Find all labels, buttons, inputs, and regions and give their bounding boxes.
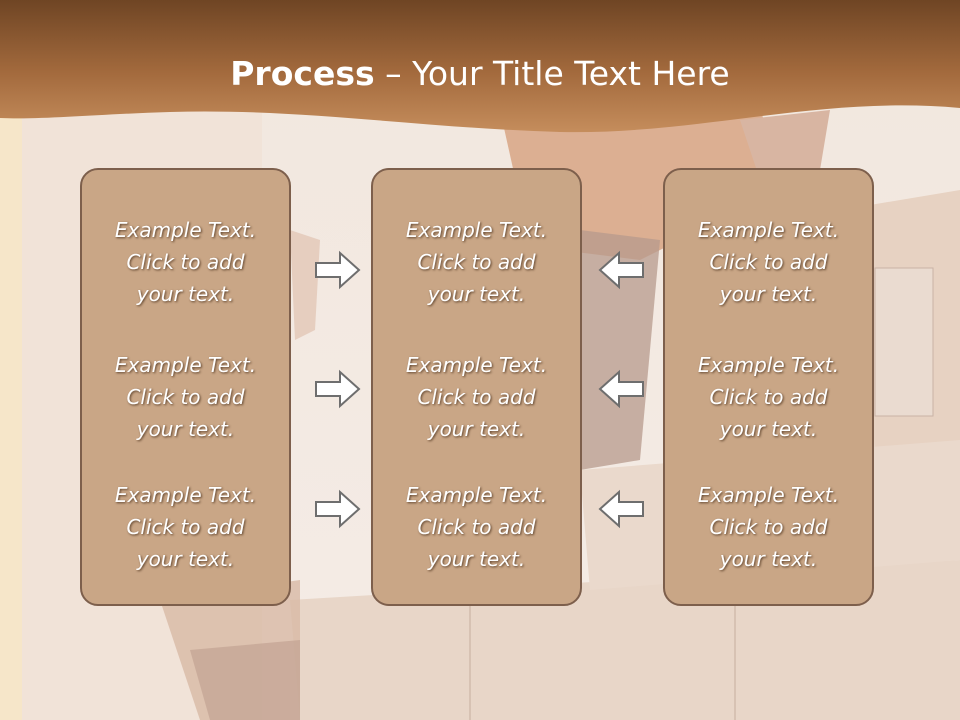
text-line: Click to add: [709, 515, 828, 539]
title-bold: Process: [230, 54, 375, 93]
text-placeholder[interactable]: Example Text. Click to add your text.: [665, 479, 872, 575]
text-line: Example Text.: [697, 353, 840, 377]
text-line: Click to add: [126, 385, 245, 409]
arrow-right-icon: [315, 489, 361, 529]
text-placeholder[interactable]: Example Text. Click to add your text.: [82, 479, 289, 575]
text-line: Example Text.: [697, 218, 840, 242]
text-placeholder[interactable]: Example Text. Click to add your text.: [665, 349, 872, 445]
title-rest: – Your Title Text Here: [374, 54, 730, 93]
text-line: your text.: [427, 547, 526, 571]
text-line: Click to add: [417, 515, 536, 539]
text-line: Example Text.: [697, 483, 840, 507]
arrow-right-icon: [315, 250, 361, 290]
text-placeholder[interactable]: Example Text. Click to add your text.: [373, 214, 580, 310]
text-line: your text.: [136, 417, 235, 441]
text-line: Example Text.: [114, 483, 257, 507]
arrow-right-icon: [315, 369, 361, 409]
arrow-left-icon: [598, 489, 644, 529]
text-line: Click to add: [126, 515, 245, 539]
process-box-left[interactable]: Example Text. Click to add your text. Ex…: [80, 168, 291, 606]
text-line: Click to add: [417, 250, 536, 274]
text-line: Click to add: [126, 250, 245, 274]
text-line: Example Text.: [405, 218, 548, 242]
text-line: Example Text.: [114, 218, 257, 242]
text-line: Click to add: [709, 385, 828, 409]
process-box-middle[interactable]: Example Text. Click to add your text. Ex…: [371, 168, 582, 606]
text-line: your text.: [136, 282, 235, 306]
process-box-right[interactable]: Example Text. Click to add your text. Ex…: [663, 168, 874, 606]
text-line: your text.: [719, 282, 818, 306]
text-line: your text.: [719, 547, 818, 571]
text-line: your text.: [136, 547, 235, 571]
text-line: Click to add: [417, 385, 536, 409]
text-line: your text.: [427, 417, 526, 441]
text-placeholder[interactable]: Example Text. Click to add your text.: [373, 349, 580, 445]
text-line: Click to add: [709, 250, 828, 274]
text-line: Example Text.: [114, 353, 257, 377]
text-placeholder[interactable]: Example Text. Click to add your text.: [82, 214, 289, 310]
text-line: Example Text.: [405, 483, 548, 507]
arrow-left-icon: [598, 250, 644, 290]
text-line: your text.: [427, 282, 526, 306]
text-line: Example Text.: [405, 353, 548, 377]
text-placeholder[interactable]: Example Text. Click to add your text.: [665, 214, 872, 310]
text-line: your text.: [719, 417, 818, 441]
text-placeholder[interactable]: Example Text. Click to add your text.: [373, 479, 580, 575]
text-placeholder[interactable]: Example Text. Click to add your text.: [82, 349, 289, 445]
arrow-left-icon: [598, 369, 644, 409]
slide-title: Process – Your Title Text Here: [0, 52, 960, 96]
